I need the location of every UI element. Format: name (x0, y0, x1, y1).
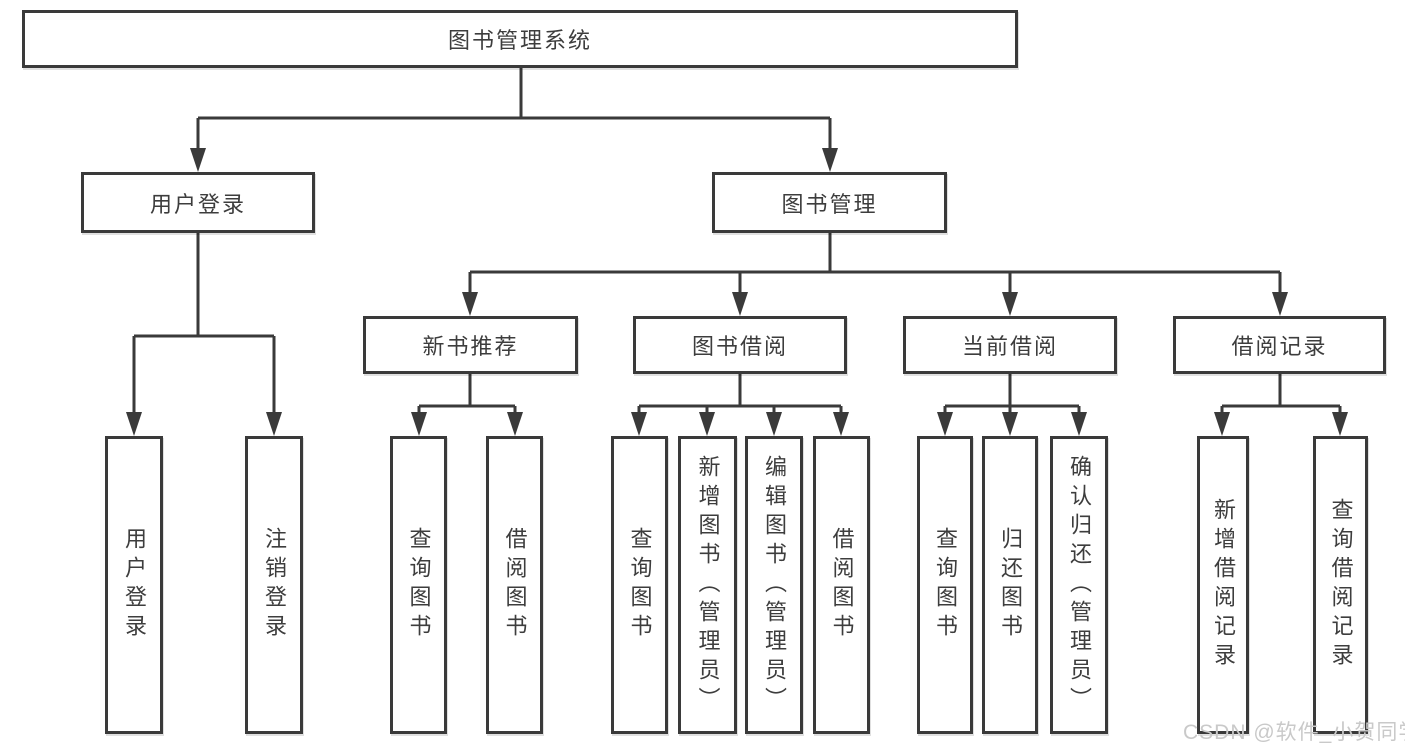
arrow-icon (1272, 292, 1288, 316)
node-user-login-branch: 用户登录 (81, 172, 315, 233)
leaf-user-login: 用户登录 (105, 436, 163, 734)
node-label: 注销登录 (262, 527, 287, 643)
arrow-icon (1332, 412, 1348, 436)
node-current-borrowing: 当前借阅 (903, 316, 1117, 374)
leaf-query-borrow-record: 查询借阅记录 (1313, 436, 1368, 734)
node-label: 图书借阅 (691, 334, 788, 359)
arrow-icon (937, 412, 953, 436)
arrow-icon (699, 412, 715, 436)
arrow-icon (462, 292, 478, 316)
arrow-icon (507, 412, 523, 436)
leaf-edit-books-admin: 编辑图书（管理员） (745, 436, 803, 734)
arrow-icon (1002, 412, 1018, 436)
leaf-confirm-return-admin: 确认归还（管理员） (1050, 436, 1108, 734)
arrow-icon (833, 412, 849, 436)
node-label: 归还图书 (998, 527, 1023, 643)
node-new-book-recommendation: 新书推荐 (363, 316, 578, 374)
node-label: 新增图书（管理员） (695, 454, 721, 716)
node-label: 借阅记录 (1231, 334, 1328, 359)
node-label: 借阅图书 (502, 527, 528, 643)
leaf-logout: 注销登录 (245, 436, 303, 734)
node-label: 图书管理系统 (447, 28, 592, 53)
csdn-watermark: CSDN @软件_小贺同学 (1183, 721, 1405, 744)
node-label: 查询图书 (933, 527, 958, 643)
node-label: 新增借阅记录 (1211, 498, 1236, 672)
node-label: 确认归还（管理员） (1067, 454, 1092, 716)
arrow-icon (631, 412, 647, 436)
arrowheads (126, 148, 1348, 436)
arrow-icon (190, 148, 206, 172)
node-label: 图书管理 (781, 191, 878, 217)
arrow-icon (1002, 292, 1018, 316)
node-label: 查询图书 (406, 527, 432, 643)
node-label: 用户登录 (149, 191, 246, 217)
leaf-query-books-2: 查询图书 (611, 436, 668, 734)
leaf-borrow-books-2: 借阅图书 (813, 436, 870, 734)
node-label: 用户登录 (122, 527, 147, 643)
arrow-icon (732, 292, 748, 316)
leaf-query-books-1: 查询图书 (390, 436, 447, 734)
arrow-icon (766, 412, 782, 436)
node-label: 借阅图书 (829, 527, 855, 643)
arrow-icon (411, 412, 427, 436)
node-book-management-system: 图书管理系统 (22, 10, 1018, 68)
node-label: 新书推荐 (422, 334, 519, 359)
leaf-add-borrow-record: 新增借阅记录 (1197, 436, 1249, 734)
node-label: 当前借阅 (961, 334, 1058, 359)
node-label: 查询借阅记录 (1328, 498, 1354, 672)
leaf-add-books-admin: 新增图书（管理员） (678, 436, 737, 734)
arrow-icon (1214, 412, 1230, 436)
leaf-return-books: 归还图书 (982, 436, 1038, 734)
arrow-icon (822, 148, 838, 172)
node-book-management-branch: 图书管理 (712, 172, 947, 233)
leaf-query-books-3: 查询图书 (917, 436, 973, 734)
arrow-icon (266, 412, 282, 436)
node-book-borrowing: 图书借阅 (633, 316, 847, 374)
arrow-icon (126, 412, 142, 436)
node-label: 编辑图书（管理员） (762, 454, 787, 716)
node-label: 查询图书 (627, 527, 653, 643)
node-borrowing-records: 借阅记录 (1173, 316, 1386, 374)
arrow-icon (1071, 412, 1087, 436)
leaf-borrow-books-1: 借阅图书 (486, 436, 543, 734)
